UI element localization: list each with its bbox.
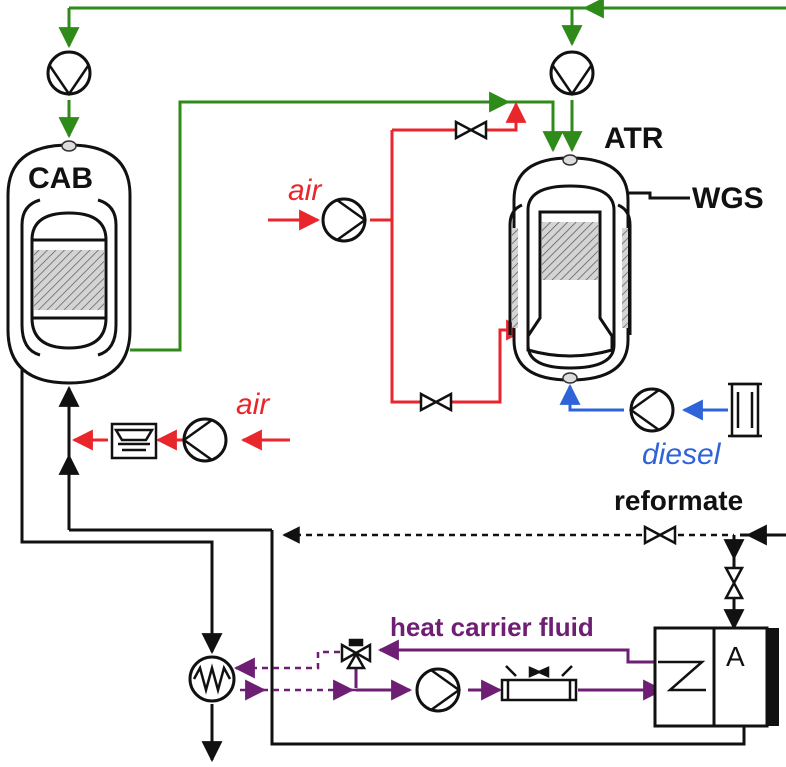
green-flow-lines [58,0,786,352]
reformate-inlet-valve-icon [723,566,745,600]
air-valve-upper-icon [454,119,488,141]
cab-label: CAB [28,162,93,195]
red-flow-lines [71,101,528,451]
air-valve-lower-icon [419,391,453,413]
atr-inner-reactor [526,184,616,370]
red-air-upper-branch-out [486,101,527,132]
diesel-tank-icon [728,382,762,438]
atr-bottom-nozzle [562,372,578,384]
black-cab-left-to-bottom-header [20,340,223,655]
atr-catalyst-bed [542,222,598,280]
unit-a-block: A [653,626,779,728]
air-label-top: air [288,174,322,207]
atr-top-nozzle [562,154,578,166]
atr-wgs-catalyst-left [512,228,518,328]
cab-inner-shell-left [20,198,41,357]
unit-a-label: A [726,641,745,672]
reformate-bypass-valve-icon [643,524,677,546]
air-pump-cab-icon [181,417,228,463]
black-flow-lines [20,191,786,763]
atr-vessel [508,156,632,382]
atr-inner-liner [526,210,614,358]
unit-a-frame [653,626,769,728]
heat-exchanger-icon [188,655,236,703]
heat-carrier-fluid-label: heat carrier fluid [390,612,594,642]
red-air-split-vertical [390,130,420,404]
black-atr-to-wgs-label [628,191,690,200]
blue-diesel-pump-to-atr [559,383,624,412]
green-cab-outlet-to-atr [130,100,564,352]
atr-wgs-catalyst-right [622,228,628,328]
cab-feed-pump-icon [46,50,92,97]
three-way-valve-icon [340,638,372,670]
unit-a-end-plate [767,628,779,726]
cab-top-nozzle [61,140,77,152]
atr-label: ATR [604,122,664,155]
purple-unit-return-line [377,639,655,664]
reformate-label: reformate [614,485,743,516]
heat-carrier-cooler-icon [500,665,578,702]
cab-vessel [6,143,132,385]
heat-carrier-pump-icon [415,667,462,713]
cab-catalyst-bed [34,250,104,310]
purple-dashed-lines [240,650,356,692]
purple-flow-lines [354,639,665,701]
purple-dashed-valve-to-he-top [240,650,340,670]
diesel-pump-icon [628,387,675,433]
cab-inner-shell-right [97,198,118,357]
wgs-label: WGS [692,182,764,215]
air-pump-atr-icon [321,197,368,243]
unit-a-coil [658,660,706,692]
air-label-bottom: air [236,388,270,421]
atr-wgs-jacket-right [617,203,632,335]
atr-feed-pump-icon [549,50,595,97]
blue-flow-lines [559,383,728,421]
air-heater-icon [110,422,158,460]
atr-wgs-jacket-left [508,203,523,335]
diesel-label: diesel [642,438,722,471]
black-lower-return [270,530,746,746]
